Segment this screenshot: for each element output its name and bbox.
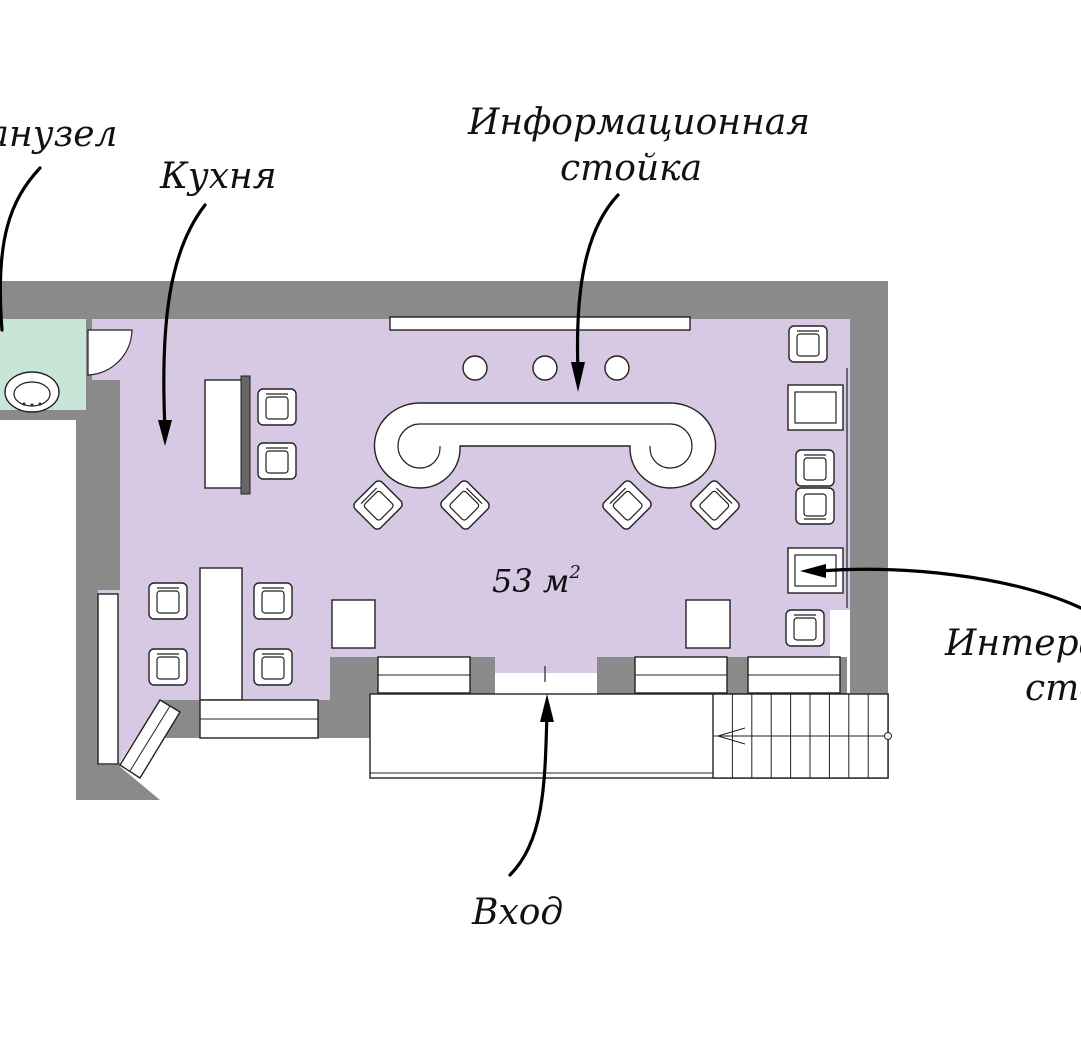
armchair-icon bbox=[785, 609, 825, 647]
label-area: 53 м2 bbox=[492, 562, 581, 600]
arrow-info-desk bbox=[575, 193, 620, 374]
table-left bbox=[331, 599, 376, 649]
label-kitchen: Кухня bbox=[159, 156, 277, 197]
armchair-icon bbox=[440, 480, 490, 530]
benches bbox=[119, 656, 841, 779]
armchair-icon bbox=[690, 480, 740, 530]
area-value: 53 м bbox=[492, 562, 569, 600]
arrow-entrance bbox=[508, 710, 549, 877]
armchair-icon bbox=[795, 487, 835, 525]
label-entrance: Вход bbox=[471, 892, 563, 933]
armchair-icon bbox=[257, 442, 297, 480]
lounge-table bbox=[199, 567, 243, 701]
door-swing-icon bbox=[87, 329, 133, 376]
kitchen-counter bbox=[204, 375, 251, 495]
armchair-icon bbox=[353, 480, 403, 530]
table-right bbox=[685, 599, 731, 649]
arrow-interactive bbox=[818, 567, 1081, 610]
armchair-icon bbox=[148, 582, 188, 620]
label-info-desk-1: Информационная bbox=[467, 102, 810, 143]
bottom-wall-3 bbox=[470, 657, 495, 694]
arrow-kitchen bbox=[162, 203, 207, 432]
bar-stools bbox=[462, 355, 630, 381]
armchair-icon bbox=[253, 648, 293, 686]
armchair-icon bbox=[795, 449, 835, 487]
arrow-bathroom bbox=[0, 166, 42, 332]
top-wall bbox=[0, 281, 888, 319]
armchair-icon bbox=[788, 325, 828, 363]
armchairs bbox=[148, 325, 835, 686]
right-wall bbox=[850, 281, 888, 693]
armchair-icon bbox=[257, 388, 297, 426]
armchair-icon bbox=[148, 648, 188, 686]
bar-stool-icon bbox=[604, 355, 630, 381]
label-interactive-1: Интерактивная bbox=[944, 623, 1081, 664]
armchair-icon bbox=[602, 480, 652, 530]
bar-stool-icon bbox=[532, 355, 558, 381]
left-window bbox=[97, 593, 119, 765]
bar-stool-icon bbox=[462, 355, 488, 381]
top-window bbox=[389, 316, 691, 331]
info-desk bbox=[373, 402, 717, 489]
area-unit-sup: 2 bbox=[568, 562, 580, 583]
label-bathroom: Санузел bbox=[0, 114, 117, 155]
stairs-icon bbox=[712, 693, 892, 779]
annotation-arrows bbox=[0, 166, 1081, 877]
label-info-desk-2: стойка bbox=[560, 148, 702, 189]
bottom-left-wall bbox=[76, 765, 160, 800]
sink-icon bbox=[4, 371, 60, 413]
display-stand bbox=[787, 384, 844, 431]
label-interactive-2: стойка bbox=[1025, 668, 1081, 709]
bathroom-bottom-wall bbox=[0, 410, 120, 420]
armchair-icon bbox=[253, 582, 293, 620]
